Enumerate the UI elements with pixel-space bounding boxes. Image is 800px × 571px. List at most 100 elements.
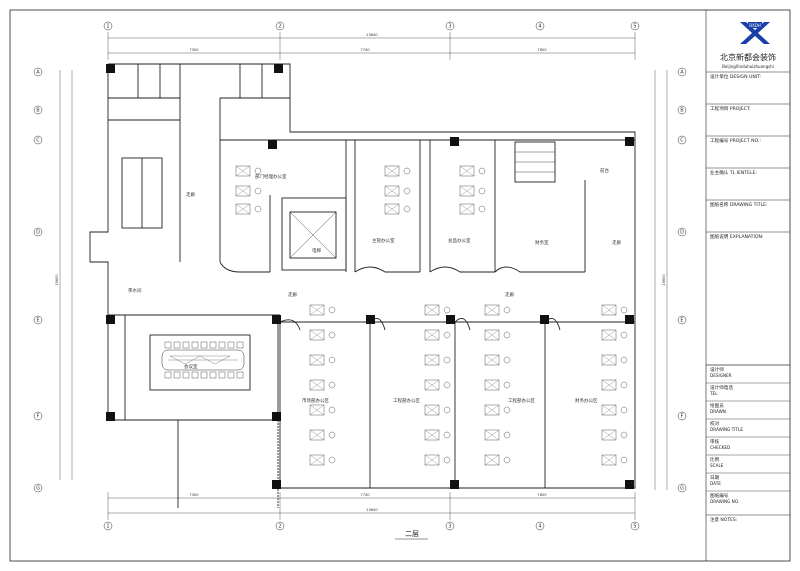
- title-block-field-en: DRAWING TITLE: [710, 427, 743, 432]
- title-block-row: 工程项目 PROJECT:: [710, 105, 751, 112]
- chair: [227, 371, 235, 379]
- floor-plan: [89, 63, 636, 508]
- structural-column: [625, 315, 634, 324]
- grid-row-label: C: [36, 138, 40, 144]
- grid-row-label: A: [680, 70, 684, 76]
- office-chair: [478, 167, 486, 175]
- office-chair: [503, 331, 511, 339]
- title-block-field-en: DRAWN: [710, 409, 726, 414]
- meeting-chairs: [164, 341, 244, 379]
- desk: [484, 304, 500, 316]
- title-block-field-cn: 审核: [710, 438, 720, 445]
- office-chair: [443, 381, 451, 389]
- chair: [200, 371, 208, 379]
- structural-columns: [106, 64, 634, 489]
- chair: [227, 341, 235, 349]
- office-chair: [328, 381, 336, 389]
- desk: [424, 354, 440, 366]
- desk: [235, 165, 251, 177]
- grid-column-label: 2: [278, 24, 281, 30]
- office-chair: [403, 205, 411, 213]
- office-chair: [328, 456, 336, 464]
- grid-bubble: [275, 21, 285, 31]
- desk: [424, 304, 440, 316]
- room-label-right-hall: 走廊: [612, 239, 621, 246]
- office-chair: [328, 431, 336, 439]
- room-label-open-office-1: 市场部办公区: [302, 397, 329, 404]
- chair: [218, 341, 226, 349]
- grid-bubble: [275, 521, 285, 531]
- grid-bubble: [677, 411, 687, 421]
- grid-row-label: A: [36, 70, 40, 76]
- title-block-field-en: DATE: [710, 481, 721, 486]
- grid-column-label: 3: [448, 24, 451, 30]
- grid-bubble: [677, 135, 687, 145]
- desk: [484, 454, 500, 466]
- grid-row-label: E: [680, 318, 683, 324]
- desk: [309, 304, 325, 316]
- office-chair: [443, 406, 451, 414]
- grid-bubble: [677, 105, 687, 115]
- desk: [424, 329, 440, 341]
- desk: [235, 185, 251, 197]
- desk: [309, 354, 325, 366]
- company-name-pinyin: BeijingXinduhuizhuangshi: [722, 64, 774, 69]
- grid-row-label: G: [36, 486, 40, 492]
- structural-column: [446, 315, 455, 324]
- title-block-field-cn: 设计师电话: [710, 384, 733, 391]
- desk: [424, 404, 440, 416]
- grid-row-label: F: [37, 414, 40, 420]
- grid-column-label: 1: [106, 524, 109, 530]
- desk: [601, 454, 617, 466]
- office-chair: [478, 187, 486, 195]
- desk: [309, 379, 325, 391]
- desk: [309, 404, 325, 416]
- company-logo: BXDH: [738, 22, 770, 44]
- dim-bottom-seg-3: 7600: [537, 493, 547, 497]
- office-chair: [503, 306, 511, 314]
- room-label-corridor-right: 走廊: [505, 291, 514, 298]
- room-label-stair-hall: 走廊: [186, 191, 195, 198]
- office-chair: [503, 431, 511, 439]
- grid-bubble: [677, 67, 687, 77]
- room-label-open-office-4: 财务办公区: [575, 397, 598, 404]
- office-chair: [478, 205, 486, 213]
- desk: [484, 429, 500, 441]
- grid-column-label: 5: [633, 24, 636, 30]
- office-chair: [620, 406, 628, 414]
- office-chair: [443, 306, 451, 314]
- grid-row-label: B: [36, 108, 40, 114]
- grid-row-label: C: [680, 138, 684, 144]
- room-label-reception: 前台: [600, 167, 609, 174]
- structural-column: [540, 315, 549, 324]
- desk: [309, 454, 325, 466]
- room-label-supervisor-office: 主管办公室: [372, 237, 395, 244]
- title-block-row: 图纸说明 EXPLANATION:: [710, 233, 764, 240]
- meeting-table: [161, 349, 245, 371]
- dim-top-seg-1: 7300: [189, 48, 199, 52]
- grid-bubble: [33, 483, 43, 493]
- sheet-border: [9, 9, 791, 562]
- office-chair: [443, 456, 451, 464]
- title-block-field-cn: 校对: [710, 420, 720, 427]
- structural-column: [272, 315, 281, 324]
- desk: [484, 404, 500, 416]
- office-chair: [620, 306, 628, 314]
- office-chair: [503, 381, 511, 389]
- company-name-cn: 北京新都会装饰: [720, 52, 776, 62]
- desk: [384, 185, 400, 197]
- room-label-meeting-room: 会议室: [184, 363, 198, 370]
- office-chair: [254, 187, 262, 195]
- office-chair: [328, 331, 336, 339]
- office-chair: [403, 167, 411, 175]
- office-chair: [403, 187, 411, 195]
- chair: [164, 341, 172, 349]
- grid-row-label: B: [680, 108, 684, 114]
- grid-bubble: [33, 67, 43, 77]
- title-block-field-en: DESIGNER: [710, 373, 732, 378]
- grid-row-label: E: [36, 318, 39, 324]
- structural-column: [106, 315, 115, 324]
- desk: [235, 203, 251, 215]
- dim-top-seg-2: 7740: [360, 48, 370, 52]
- dim-bottom-seg-1: 7300: [189, 493, 199, 497]
